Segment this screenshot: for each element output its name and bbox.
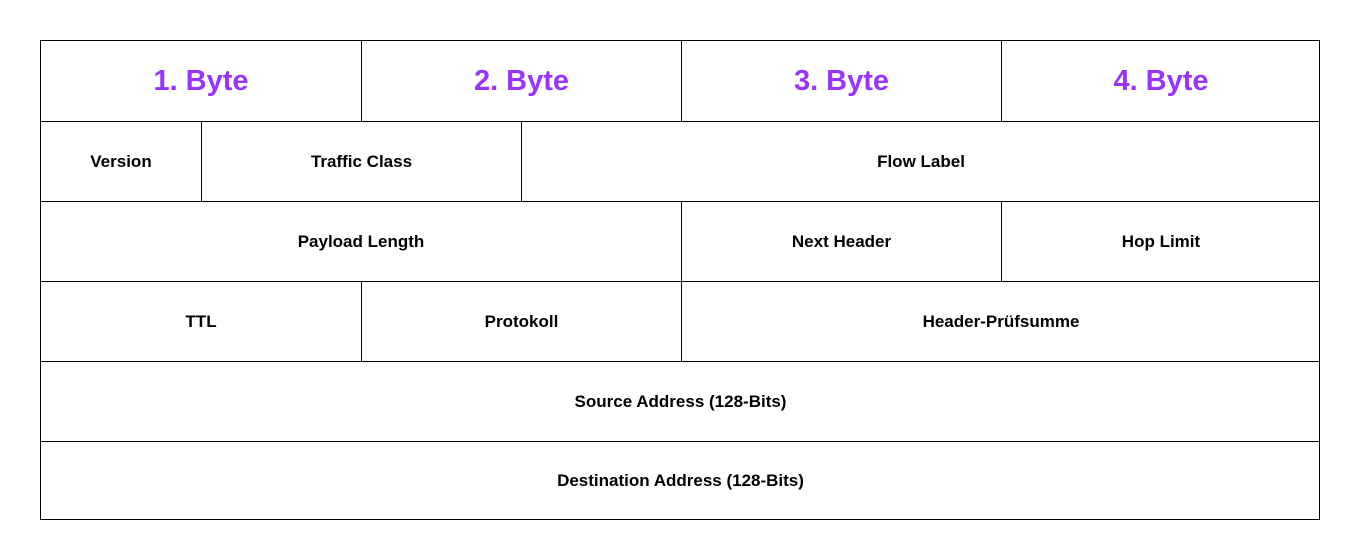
ipv6-header-diagram: 1. Byte 2. Byte 3. Byte 4. Byte Version … bbox=[40, 40, 1320, 520]
ttl-field: TTL bbox=[41, 281, 361, 361]
version-field: Version bbox=[41, 121, 201, 201]
traffic-class-field: Traffic Class bbox=[201, 121, 521, 201]
source-address-field: Source Address (128-Bits) bbox=[41, 361, 1320, 441]
byte-4-header: 4. Byte bbox=[1001, 41, 1320, 121]
flow-label-field: Flow Label bbox=[521, 121, 1320, 201]
protocol-field: Protokoll bbox=[361, 281, 681, 361]
byte-2-header: 2. Byte bbox=[361, 41, 681, 121]
destination-address-field: Destination Address (128-Bits) bbox=[41, 441, 1320, 520]
next-header-field: Next Header bbox=[681, 201, 1001, 281]
header-checksum-field: Header-Prüfsumme bbox=[681, 281, 1320, 361]
hop-limit-field: Hop Limit bbox=[1001, 201, 1320, 281]
payload-length-field: Payload Length bbox=[41, 201, 681, 281]
byte-1-header: 1. Byte bbox=[153, 64, 249, 97]
byte-3-header: 3. Byte bbox=[681, 41, 1001, 121]
